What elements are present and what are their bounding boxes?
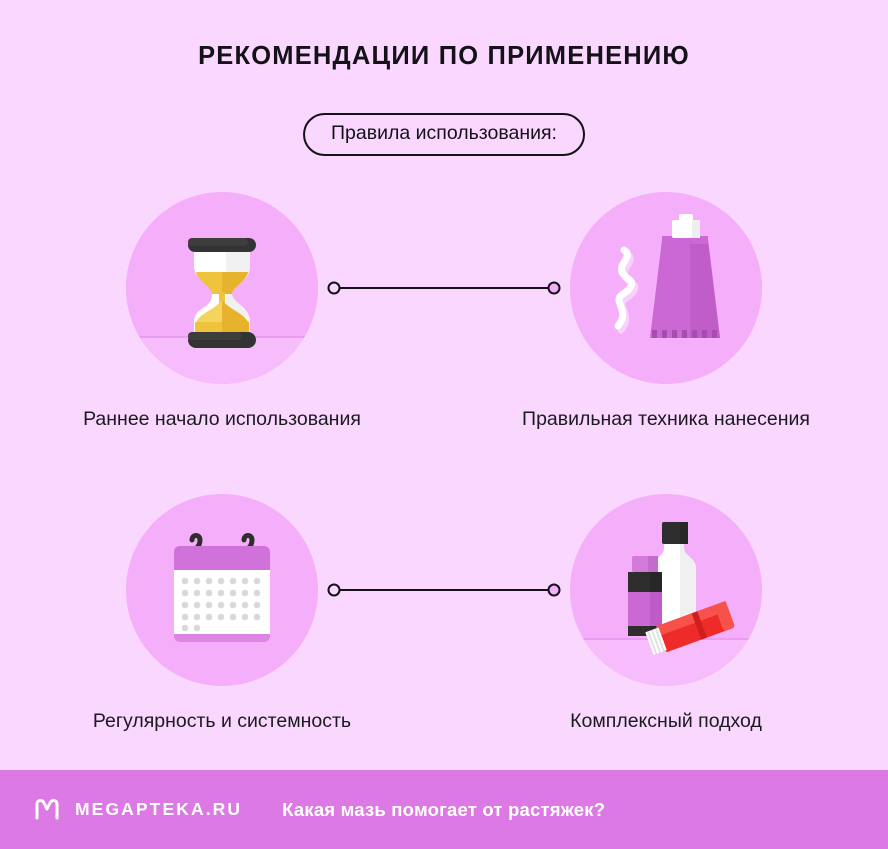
item-caption: Регулярность и системность (92, 710, 352, 732)
footer-question: Какая мазь помогает от растяжек? (282, 798, 606, 820)
item-caption: Раннее начало использования (83, 408, 361, 430)
icon-circle (126, 494, 318, 686)
connector-row-1 (327, 281, 561, 295)
item-caption: Правильная техника нанесения (522, 408, 810, 430)
brand-block[interactable]: MEGAPTEKA.RU (33, 797, 242, 823)
ointment-tube-icon (614, 214, 720, 338)
calendar-icon (174, 533, 270, 642)
item-caption: Комплексный подход (570, 710, 762, 732)
icon-circle (126, 192, 318, 384)
items-grid: Раннее начало использования (0, 192, 888, 796)
hourglass-icon (188, 238, 256, 348)
item-complex-approach: Комплексный подход (444, 494, 888, 736)
icon-circle (570, 192, 762, 384)
connector-row-2 (327, 583, 561, 597)
megapteka-m-logo-icon (35, 798, 59, 819)
brand-name: MEGAPTEKA.RU (75, 799, 243, 819)
page-title: РЕКОМЕНДАЦИИ ПО ПРИМЕНЕНИЮ (198, 42, 690, 70)
item-correct-technique: Правильная техника нанесения (444, 192, 888, 434)
item-regularity: Регулярность и системность (0, 494, 444, 736)
items-row-1: Раннее начало использования (0, 192, 888, 494)
icon-circle (570, 494, 762, 686)
rules-badge: Правила использования: (303, 113, 585, 157)
items-row-2: Регулярность и системность (0, 494, 888, 796)
footer-bar: MEGAPTEKA.RU Какая мазь помогает от раст… (0, 770, 888, 849)
medicine-bottles-icon (628, 522, 735, 655)
item-early-start: Раннее начало использования (0, 192, 444, 434)
